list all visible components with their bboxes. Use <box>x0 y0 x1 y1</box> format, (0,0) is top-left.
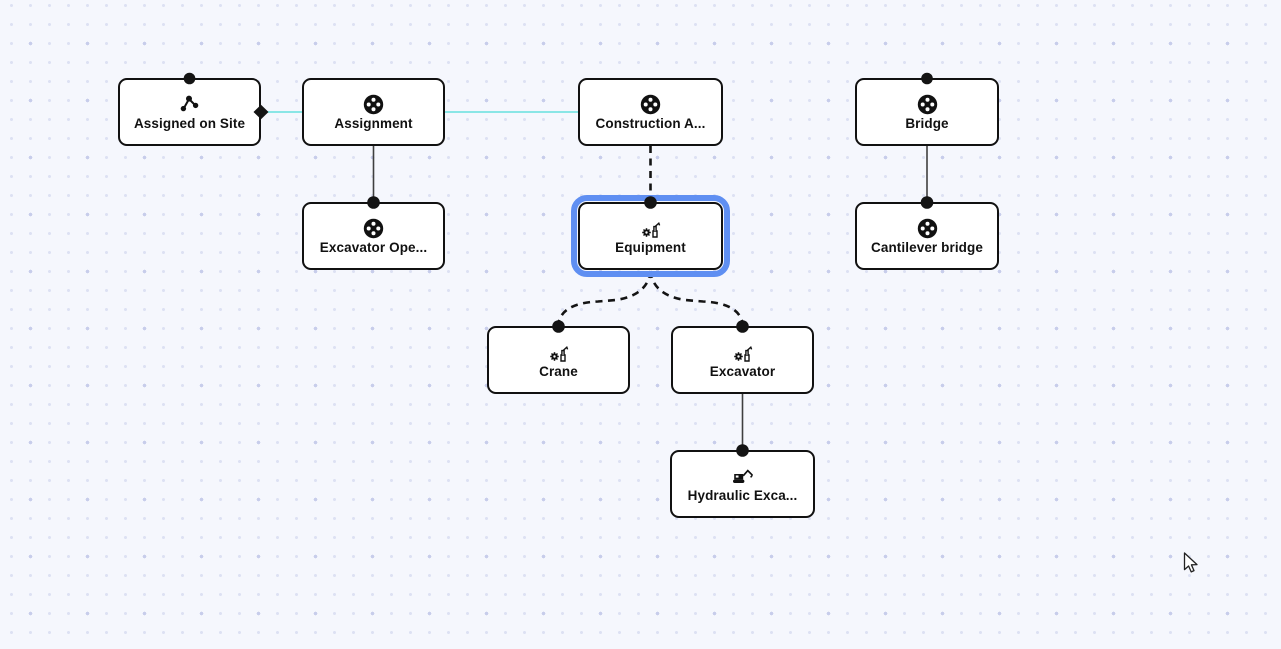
class-icon <box>917 93 938 115</box>
equipment-icon <box>640 217 662 239</box>
node-label: Bridge <box>905 116 949 131</box>
node-cantilever-bridge[interactable]: Cantilever bridge <box>855 202 999 270</box>
node-label: Hydraulic Exca... <box>687 488 798 503</box>
node-construction-activity[interactable]: Construction A... <box>578 78 723 146</box>
node-hydraulic-excavator[interactable]: Hydraulic Exca... <box>670 450 815 518</box>
node-label: Assignment <box>334 116 413 131</box>
node-label: Cantilever bridge <box>871 240 983 255</box>
mouse-cursor <box>1183 552 1201 581</box>
node-label: Excavator Ope... <box>319 240 428 255</box>
node-assigned-on-site[interactable]: Assigned on Site <box>118 78 261 146</box>
equipment-icon <box>732 341 754 363</box>
relationship-icon <box>179 93 201 115</box>
node-assignment[interactable]: Assignment <box>302 78 445 146</box>
node-label: Assigned on Site <box>133 116 246 131</box>
excavator-icon <box>731 465 755 487</box>
node-excavator-operator[interactable]: Excavator Ope... <box>302 202 445 270</box>
edge-equipment-to-excavator[interactable] <box>649 270 744 324</box>
node-label: Excavator <box>709 364 776 379</box>
class-icon <box>363 93 384 115</box>
node-equipment[interactable]: Equipment <box>571 195 730 277</box>
node-bridge[interactable]: Bridge <box>855 78 999 146</box>
class-icon <box>640 93 661 115</box>
node-excavator[interactable]: Excavator <box>671 326 814 394</box>
edge-equipment-to-crane[interactable] <box>557 270 652 324</box>
class-icon <box>917 217 938 239</box>
node-label: Construction A... <box>595 116 706 131</box>
equipment-icon <box>548 341 570 363</box>
class-icon <box>363 217 384 239</box>
node-label: Crane <box>539 364 578 379</box>
node-label: Equipment <box>615 240 686 255</box>
node-crane[interactable]: Crane <box>487 326 630 394</box>
